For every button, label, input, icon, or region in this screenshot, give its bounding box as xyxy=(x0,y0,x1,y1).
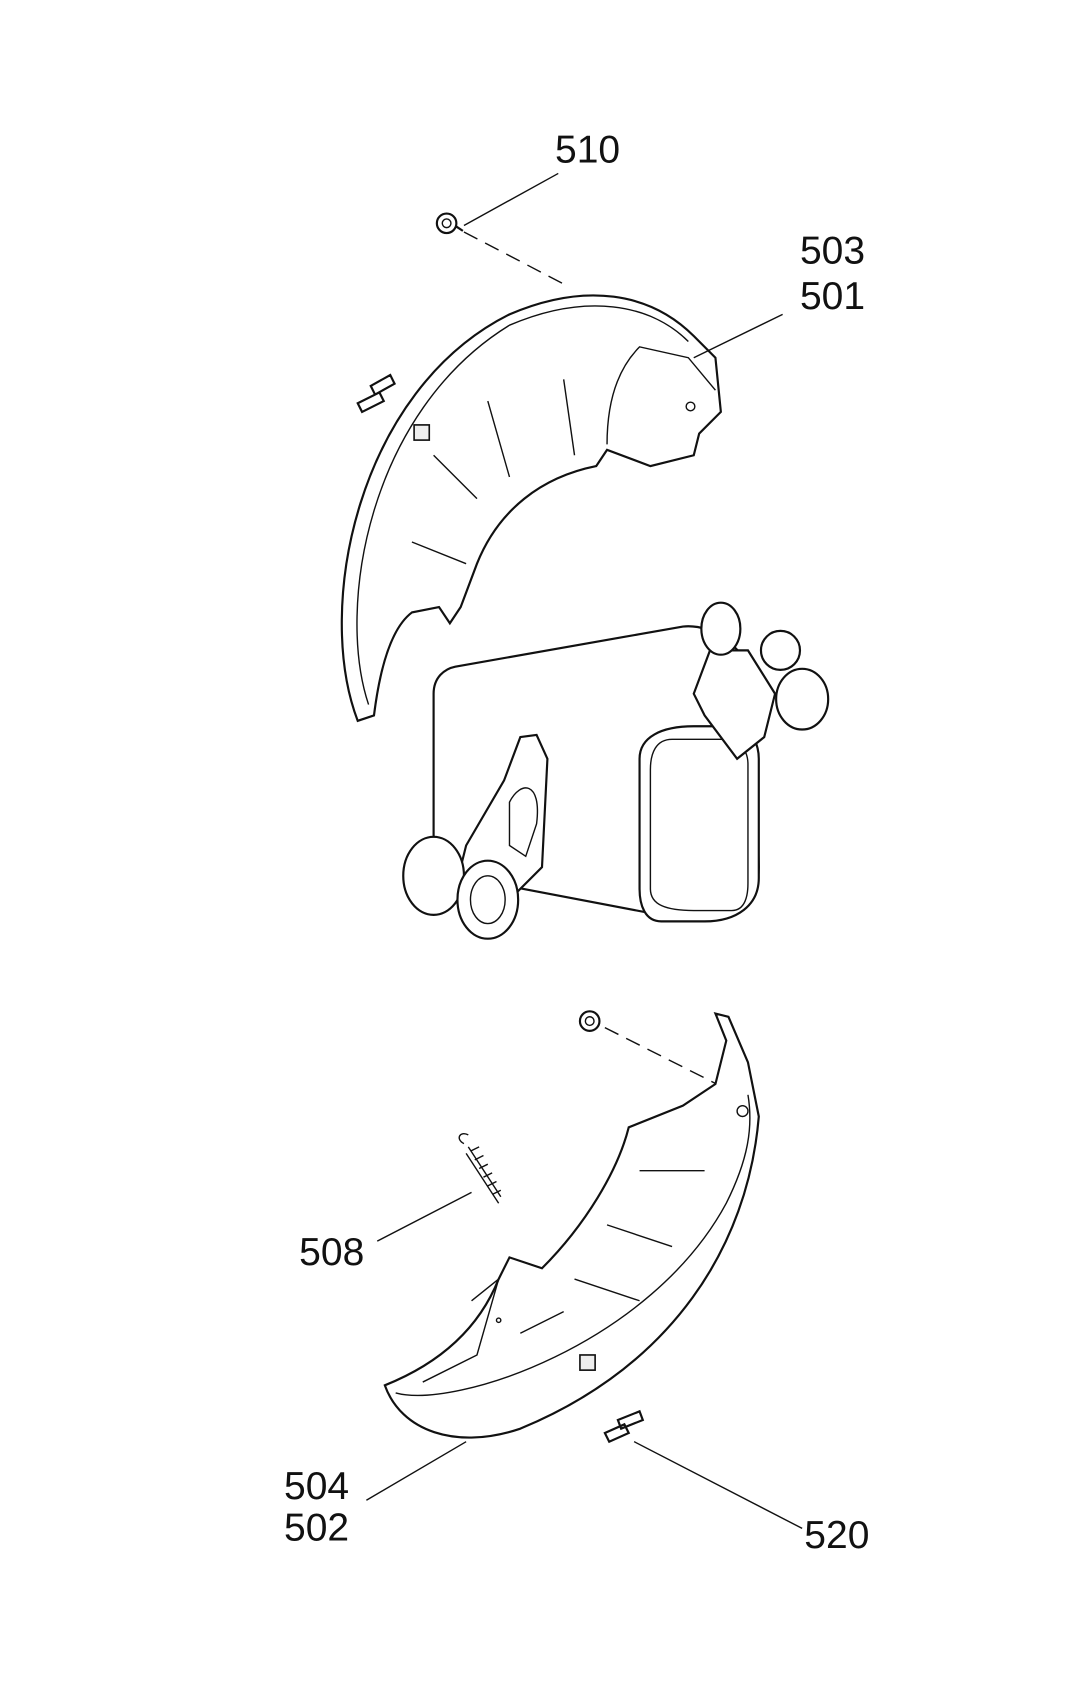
leader-510 xyxy=(463,172,559,227)
clip-520 xyxy=(603,1409,645,1444)
upper-blade-guard xyxy=(340,294,722,723)
spring-508 xyxy=(458,1133,502,1204)
label-510: 510 xyxy=(555,129,620,172)
screw-lower xyxy=(578,1010,601,1032)
leader-508 xyxy=(376,1191,472,1242)
assembly-dashed-line-top xyxy=(463,231,565,285)
assembly-dashed-line-lower xyxy=(604,1026,722,1087)
label-504: 504 xyxy=(284,1465,349,1508)
label-502: 502 xyxy=(284,1506,349,1549)
leader-503-501 xyxy=(693,313,783,359)
screw-510 xyxy=(435,212,464,235)
label-503: 503 xyxy=(800,229,865,272)
label-520: 520 xyxy=(804,1514,869,1557)
leader-504-502 xyxy=(366,1441,467,1501)
label-508: 508 xyxy=(299,1231,364,1274)
label-501: 501 xyxy=(800,275,865,318)
motor-assembly xyxy=(402,601,830,940)
lower-blade-guard xyxy=(383,1011,760,1439)
clip-upper xyxy=(356,373,397,414)
leader-520 xyxy=(633,1441,803,1530)
